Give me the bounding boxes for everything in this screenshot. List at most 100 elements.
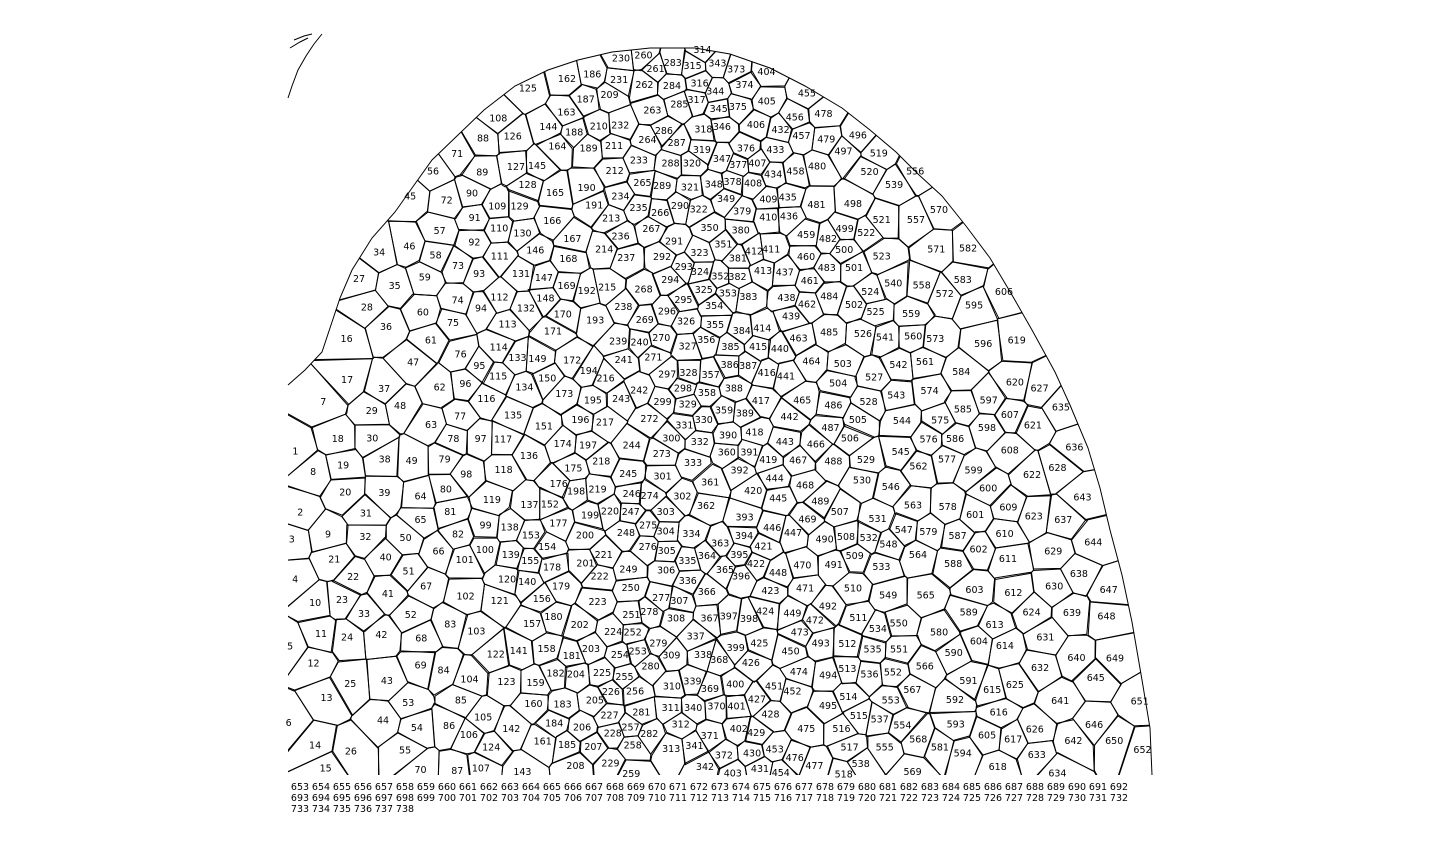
cell-label: 738 xyxy=(396,804,414,815)
cell-label: 155 xyxy=(521,556,539,567)
cell-label: 391 xyxy=(740,448,758,459)
cell-label: 613 xyxy=(986,620,1004,631)
cell-label: 471 xyxy=(796,583,814,594)
cell-label: 222 xyxy=(591,572,609,583)
cell-label: 646 xyxy=(1085,720,1103,731)
cell-label: 143 xyxy=(513,767,531,778)
cell-label: 495 xyxy=(819,701,837,712)
cell-label: 3 xyxy=(289,534,295,545)
cell-label: 470 xyxy=(793,560,811,571)
cell-label: 309 xyxy=(662,651,680,662)
cell-label: 352 xyxy=(711,272,729,283)
cell-label: 485 xyxy=(820,328,838,339)
cell-label: 635 xyxy=(1052,402,1070,413)
cell-label: 138 xyxy=(501,523,519,534)
cell-label: 345 xyxy=(710,104,728,115)
cell-label: 151 xyxy=(535,422,553,433)
cell-label: 432 xyxy=(772,125,790,136)
cell-label: 221 xyxy=(595,550,613,561)
cell-label: 363 xyxy=(711,539,729,550)
cell-label: 725 xyxy=(963,793,981,804)
cell-label: 714 xyxy=(732,793,750,804)
cell-label: 664 xyxy=(522,782,540,793)
cell-label: 92 xyxy=(468,238,480,249)
cell-label: 248 xyxy=(617,528,635,539)
cell-label: 407 xyxy=(748,158,766,169)
cell-label: 268 xyxy=(635,285,653,296)
cell-label: 722 xyxy=(900,793,918,804)
cell-label: 252 xyxy=(624,628,642,639)
cell-label: 216 xyxy=(597,373,615,384)
cell-label: 566 xyxy=(916,662,934,673)
cell-label: 359 xyxy=(715,406,733,417)
cell-label: 522 xyxy=(857,228,875,239)
cell-label: 166 xyxy=(543,216,561,227)
cell-label: 415 xyxy=(749,342,767,353)
cell-label: 545 xyxy=(892,447,910,458)
cell-label: 528 xyxy=(860,397,878,408)
cell-label: 291 xyxy=(665,236,683,247)
cell-label: 9 xyxy=(325,530,331,541)
cell-label: 413 xyxy=(754,266,772,277)
cell-label: 426 xyxy=(742,658,760,669)
cell-label: 189 xyxy=(580,144,598,155)
cell-label: 498 xyxy=(844,199,862,210)
cell-label: 500 xyxy=(835,245,853,256)
cell-label: 451 xyxy=(765,682,783,693)
cell-label: 302 xyxy=(673,492,691,503)
cell-label: 342 xyxy=(696,762,714,773)
cell-label: 99 xyxy=(480,520,492,531)
cell-label: 267 xyxy=(642,224,660,235)
cell-label: 696 xyxy=(354,793,372,804)
cell-label: 572 xyxy=(936,289,954,300)
cell-label: 709 xyxy=(627,793,645,804)
cell-label: 486 xyxy=(824,401,842,412)
cell-label: 729 xyxy=(1047,793,1065,804)
cell-label: 508 xyxy=(837,532,855,543)
cell-label: 734 xyxy=(312,804,330,815)
cell-label: 52 xyxy=(405,610,417,621)
cell-label: 249 xyxy=(619,565,637,576)
cell-label: 311 xyxy=(662,703,680,714)
cell-label: 301 xyxy=(654,472,672,483)
cell-label: 236 xyxy=(612,231,630,242)
cell-label: 582 xyxy=(959,244,977,255)
cell-label: 326 xyxy=(677,316,695,327)
cell-label: 727 xyxy=(1005,793,1023,804)
cell-label: 376 xyxy=(737,144,755,155)
cell-label: 410 xyxy=(759,213,777,224)
cell-label: 167 xyxy=(563,234,581,245)
cell-label: 459 xyxy=(797,230,815,241)
cell-label: 47 xyxy=(407,358,419,369)
cell-label: 344 xyxy=(706,87,724,98)
cell-label: 366 xyxy=(698,587,716,598)
cell-label: 680 xyxy=(858,782,876,793)
cell-label: 449 xyxy=(783,609,801,620)
cell-label: 277 xyxy=(652,593,670,604)
cell-label: 212 xyxy=(606,166,624,177)
cell-label: 100 xyxy=(476,545,494,556)
cell-label: 611 xyxy=(999,554,1017,565)
cell-label: 185 xyxy=(558,740,576,751)
cell-label: 19 xyxy=(337,460,349,471)
cell-label: 35 xyxy=(389,281,401,292)
cell-label: 308 xyxy=(667,614,685,625)
cell-label: 433 xyxy=(766,145,784,156)
cell-label: 589 xyxy=(960,607,978,618)
cell-label: 689 xyxy=(1047,782,1065,793)
cell-label: 695 xyxy=(333,793,351,804)
cell-label: 440 xyxy=(771,344,789,355)
cell-label: 437 xyxy=(776,268,794,279)
cell-label: 339 xyxy=(683,677,701,688)
cell-label: 41 xyxy=(382,589,394,600)
cell-label: 409 xyxy=(759,195,777,206)
cell-label: 213 xyxy=(602,213,620,224)
cell-label: 408 xyxy=(744,179,762,190)
cell-label: 549 xyxy=(879,590,897,601)
cell-label: 294 xyxy=(661,275,679,286)
cell-label: 625 xyxy=(1006,680,1024,691)
cell-label: 375 xyxy=(729,102,747,113)
cell-label: 710 xyxy=(648,793,666,804)
cell-label: 211 xyxy=(605,141,623,152)
cell-label: 325 xyxy=(695,285,713,296)
